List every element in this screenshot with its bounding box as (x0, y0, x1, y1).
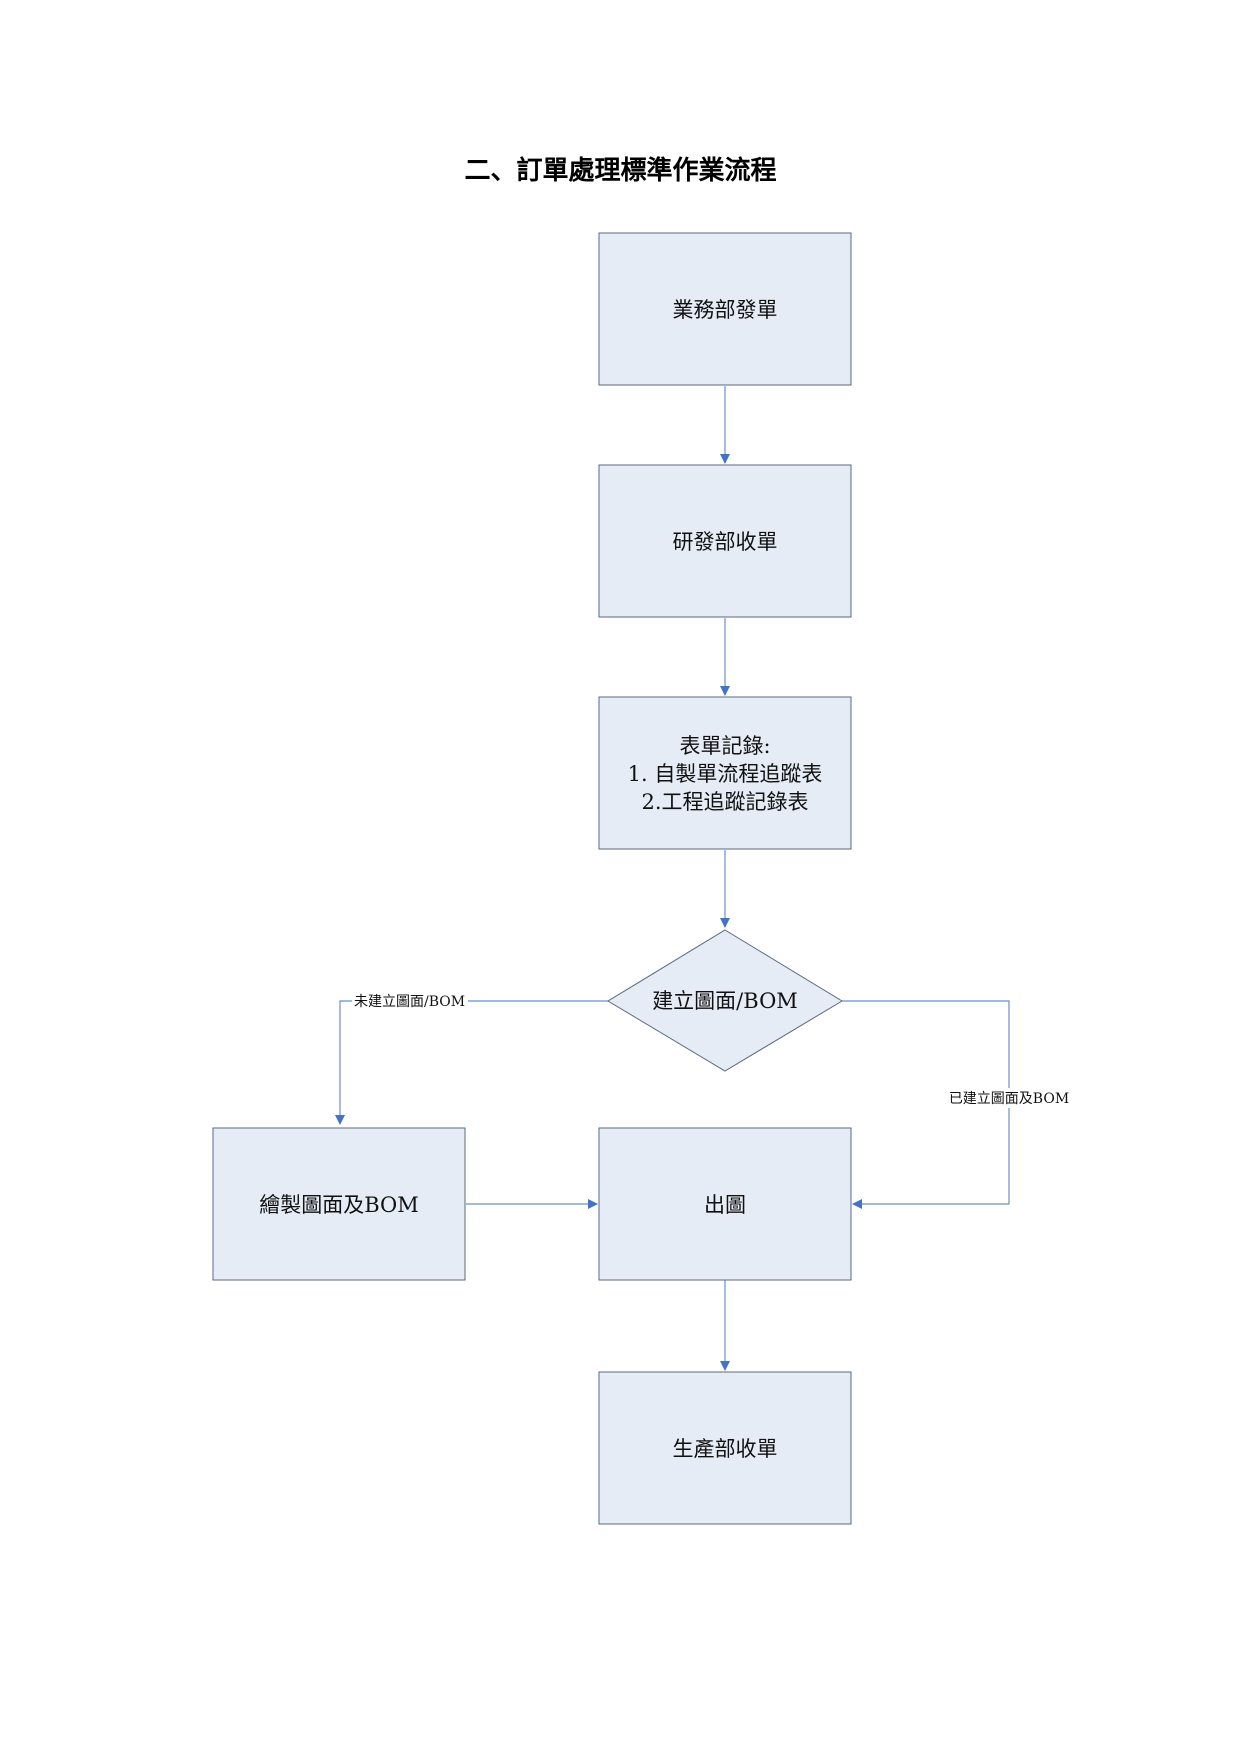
connector-decision-to-draw (335, 1000, 608, 1125)
node-form-record-line2: 2.工程追蹤記錄表 (641, 790, 808, 814)
node-sales-issue-label: 業務部發單 (673, 298, 778, 322)
node-form-record-line1: 1. 自製單流程追蹤表 (628, 762, 823, 786)
node-rd-receive-label: 研發部收單 (673, 530, 778, 554)
node-output-drawing: 出圖 (598, 1127, 852, 1281)
node-decision: 建立圖面/BOM (607, 929, 843, 1072)
node-form-record-heading: 表單記錄: (679, 734, 770, 758)
node-production-receive: 生產部收單 (598, 1371, 852, 1525)
node-decision-label: 建立圖面/BOM (652, 989, 798, 1013)
node-draw-bom: 繪製圖面及BOM (212, 1127, 466, 1281)
node-draw-bom-label: 繪製圖面及BOM (259, 1193, 419, 1217)
node-rd-receive: 研發部收單 (598, 464, 852, 618)
edge-label-not-built: 未建立圖面/BOM (354, 994, 465, 1010)
page-title: 二、訂單處理標準作業流程 (464, 156, 777, 186)
node-output-drawing-label: 出圖 (704, 1193, 746, 1217)
node-production-receive-label: 生產部收單 (673, 1437, 778, 1461)
node-form-record: 表單記錄: 1. 自製單流程追蹤表 2.工程追蹤記錄表 (598, 696, 852, 850)
edge-label-built: 已建立圖面及BOM (949, 1091, 1069, 1107)
edge-label-built-bg (946, 1088, 1072, 1108)
node-sales-issue: 業務部發單 (598, 232, 852, 386)
edge-label-not-built-bg (352, 990, 468, 1010)
